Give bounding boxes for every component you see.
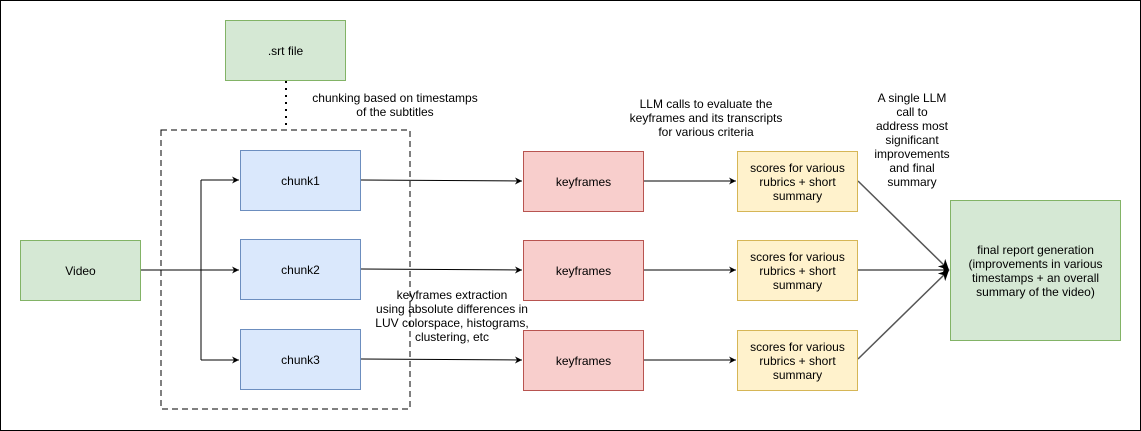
chunk3-to-keyframes-arrow <box>360 356 523 364</box>
chunking-annotation: chunking based on timestamps of the subt… <box>312 91 478 119</box>
single-llm-annotation: A single LLM call to address most signif… <box>874 91 950 189</box>
chunk2-to-keyframes-arrow <box>360 266 523 274</box>
keyframes1-node[interactable]: keyframes <box>523 151 644 212</box>
srt-file-node[interactable]: .srt file <box>225 20 346 81</box>
chunk1-to-keyframes-arrow <box>360 177 523 185</box>
video-node[interactable]: Video <box>20 240 141 301</box>
chunk2-node[interactable]: chunk2 <box>240 239 361 300</box>
scores3-to-final-arrow <box>857 269 950 360</box>
scores1-node[interactable]: scores for various rubrics + short summa… <box>737 151 858 212</box>
scores1-to-final-arrow <box>857 180 950 271</box>
keyframes2-node[interactable]: keyframes <box>523 240 644 301</box>
llm-calls-annotation: LLM calls to evaluate the keyframes and … <box>629 97 783 139</box>
final-report-node[interactable]: final report generation (improvements in… <box>950 200 1121 341</box>
scores3-node[interactable]: scores for various rubrics + short summa… <box>737 330 858 391</box>
chunk-group-boundary <box>160 129 411 410</box>
keyframes-extraction-annotation: keyframes extraction using absolute diff… <box>375 288 529 344</box>
scores2-node[interactable]: scores for various rubrics + short summa… <box>737 240 858 301</box>
keyframes3-node[interactable]: keyframes <box>523 330 644 391</box>
chunk3-node[interactable]: chunk3 <box>240 329 361 390</box>
chunk1-node[interactable]: chunk1 <box>240 150 361 211</box>
